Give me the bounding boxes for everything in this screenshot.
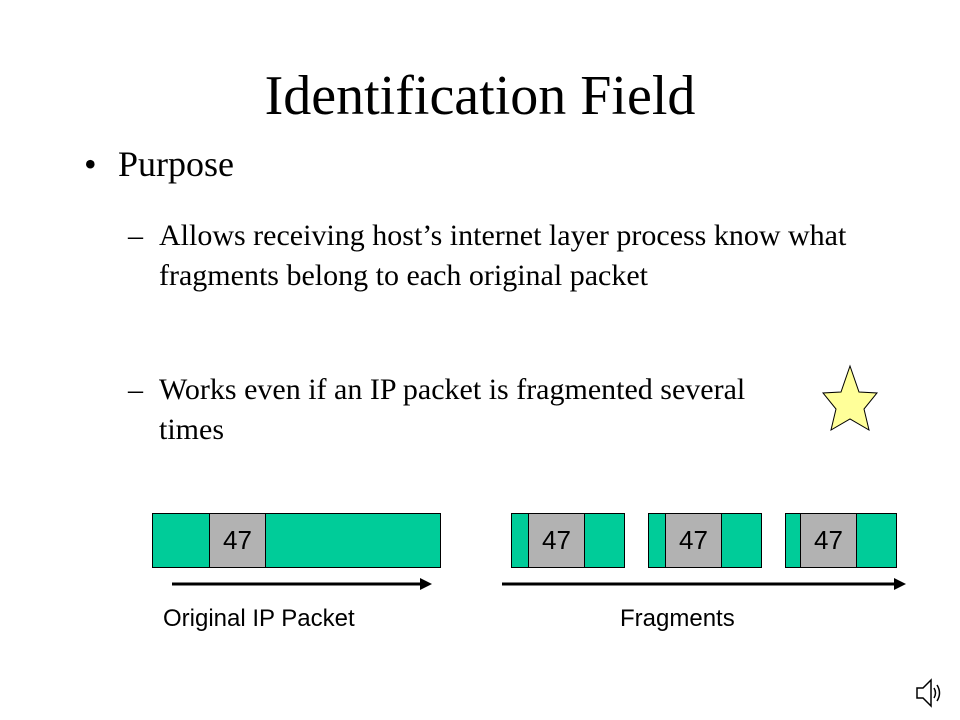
fragment-2: 47 bbox=[648, 513, 762, 568]
original-packet-label: Original IP Packet bbox=[163, 605, 355, 632]
id-field: 47 bbox=[665, 513, 722, 568]
original-arrow bbox=[172, 578, 432, 590]
fragment-3: 47 bbox=[785, 513, 897, 568]
slide-title: Identification Field bbox=[264, 65, 696, 127]
star-icon bbox=[821, 364, 879, 432]
subbullet-dash: – bbox=[128, 219, 143, 252]
bullet-purpose: • Purpose bbox=[84, 142, 234, 186]
speaker-icon[interactable] bbox=[914, 676, 942, 710]
id-field: 47 bbox=[528, 513, 585, 568]
subbullet-allows-text: Allows receiving host’s internet layer p… bbox=[159, 219, 847, 292]
subbullet-works: – Works even if an IP packet is fragment… bbox=[128, 370, 848, 450]
id-field: 47 bbox=[800, 513, 857, 568]
subbullet-dash: – bbox=[128, 373, 143, 406]
subbullet-allows: – Allows receiving host’s internet layer… bbox=[128, 216, 848, 296]
subbullet-works-text: Works even if an IP packet is fragmented… bbox=[159, 373, 746, 446]
fragment-1: 47 bbox=[511, 513, 625, 568]
bullet-dot: • bbox=[84, 144, 97, 184]
fragments-arrow bbox=[502, 578, 906, 590]
original-packet: 47 bbox=[152, 513, 441, 568]
bullet-purpose-text: Purpose bbox=[118, 144, 234, 184]
fragments-label: Fragments bbox=[620, 605, 735, 632]
id-field: 47 bbox=[209, 513, 266, 568]
